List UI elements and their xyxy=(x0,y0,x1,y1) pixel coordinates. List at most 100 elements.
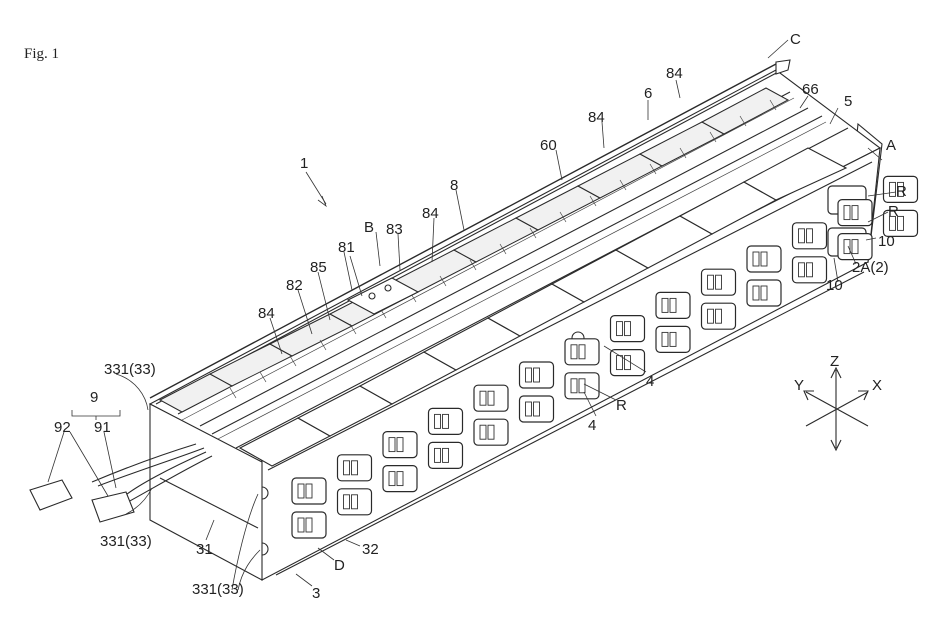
connector-91 xyxy=(92,492,134,522)
vent-slot xyxy=(397,438,403,452)
vent-slot xyxy=(306,484,312,498)
vent-slot xyxy=(716,275,722,289)
vent-slot xyxy=(844,206,850,220)
label-B: B xyxy=(364,219,374,236)
label-C: C xyxy=(790,31,801,48)
axis-label-x: X xyxy=(872,377,882,394)
vent-slot xyxy=(761,286,767,300)
vent-slot xyxy=(662,332,668,346)
label-R-1: R xyxy=(896,183,907,200)
vent-slot xyxy=(352,461,358,475)
vent-slot xyxy=(488,391,494,405)
vent-slot xyxy=(753,286,759,300)
label-R-2: R xyxy=(888,203,899,220)
label-9: 9 xyxy=(90,389,98,406)
leader-92b xyxy=(70,432,108,496)
leader-92a xyxy=(48,432,64,482)
vent-slot xyxy=(389,472,395,486)
vent-slot xyxy=(807,229,813,243)
label-10-a: 10 xyxy=(878,233,895,250)
label-85: 85 xyxy=(310,259,327,276)
label-91: 91 xyxy=(94,419,111,436)
label-3: 3 xyxy=(312,585,320,602)
leader-C xyxy=(768,40,788,58)
vent-slot xyxy=(708,275,714,289)
leader-331a xyxy=(116,374,148,410)
vent-slot xyxy=(852,240,858,254)
vent-slot xyxy=(890,182,896,196)
vent-slot xyxy=(306,518,312,532)
vent-slot xyxy=(670,298,676,312)
leader-60 xyxy=(556,150,562,180)
vent-slot xyxy=(435,448,441,462)
vent-slot xyxy=(844,240,850,254)
label-8: 8 xyxy=(450,177,458,194)
vent-slot xyxy=(670,332,676,346)
label-A: A xyxy=(886,137,896,154)
label-331-b: 331(33) xyxy=(100,533,152,550)
label-2A: 2A(2) xyxy=(852,259,889,276)
axis-label-y: Y xyxy=(794,377,804,394)
label-331-a: 331(33) xyxy=(104,361,156,378)
vent-slot xyxy=(579,345,585,359)
vent-slot xyxy=(534,368,540,382)
vent-slot xyxy=(298,484,304,498)
battery-module xyxy=(30,60,882,580)
cover-end-cap xyxy=(776,60,790,74)
label-81: 81 xyxy=(338,239,355,256)
label-60: 60 xyxy=(540,137,557,154)
vent-slot xyxy=(480,425,486,439)
vent-slot xyxy=(389,438,395,452)
vent-slot xyxy=(488,425,494,439)
vent-slot xyxy=(526,402,532,416)
vent-slot xyxy=(799,263,805,277)
connector-92 xyxy=(30,480,72,510)
vent-slot xyxy=(799,229,805,243)
vent-slot xyxy=(625,356,631,370)
vent-slot xyxy=(662,298,668,312)
label-83: 83 xyxy=(386,221,403,238)
label-84-d: 84 xyxy=(588,109,605,126)
label-5: 5 xyxy=(844,93,852,110)
vent-slot xyxy=(753,252,759,266)
vent-slot xyxy=(761,252,767,266)
label-84-e: 84 xyxy=(666,65,683,82)
vent-slot xyxy=(534,402,540,416)
label-92: 92 xyxy=(54,419,71,436)
vent-slot xyxy=(526,368,532,382)
label-84-c: 84 xyxy=(422,205,439,222)
vent-slot xyxy=(571,379,577,393)
label-R-3: R xyxy=(616,397,627,414)
label-32: 32 xyxy=(362,541,379,558)
vent-slot xyxy=(617,322,623,336)
vent-slot xyxy=(443,448,449,462)
label-66: 66 xyxy=(802,81,819,98)
label-D: D xyxy=(334,557,345,574)
leader-8 xyxy=(456,190,464,230)
vent-slot xyxy=(344,495,350,509)
vent-slot xyxy=(708,309,714,323)
vent-slot xyxy=(625,322,631,336)
vent-slot xyxy=(617,356,623,370)
label-82: 82 xyxy=(286,277,303,294)
vent-slot xyxy=(716,309,722,323)
label-1: 1 xyxy=(300,155,308,172)
vent-slot xyxy=(571,345,577,359)
leader-32 xyxy=(346,540,360,546)
axis-indicator: Z Y X xyxy=(794,353,882,450)
vent-slot xyxy=(443,414,449,428)
label-4-a: 4 xyxy=(646,373,654,390)
vent-slot xyxy=(344,461,350,475)
vent-slot xyxy=(352,495,358,509)
leader-91 xyxy=(104,432,116,488)
vent-slot xyxy=(480,391,486,405)
leader-84e xyxy=(676,80,680,98)
label-10-b: 10 xyxy=(826,277,843,294)
vent-slot xyxy=(397,472,403,486)
vent-slot xyxy=(435,414,441,428)
vent-slot xyxy=(852,206,858,220)
vent-slot xyxy=(807,263,813,277)
vent-slot xyxy=(298,518,304,532)
